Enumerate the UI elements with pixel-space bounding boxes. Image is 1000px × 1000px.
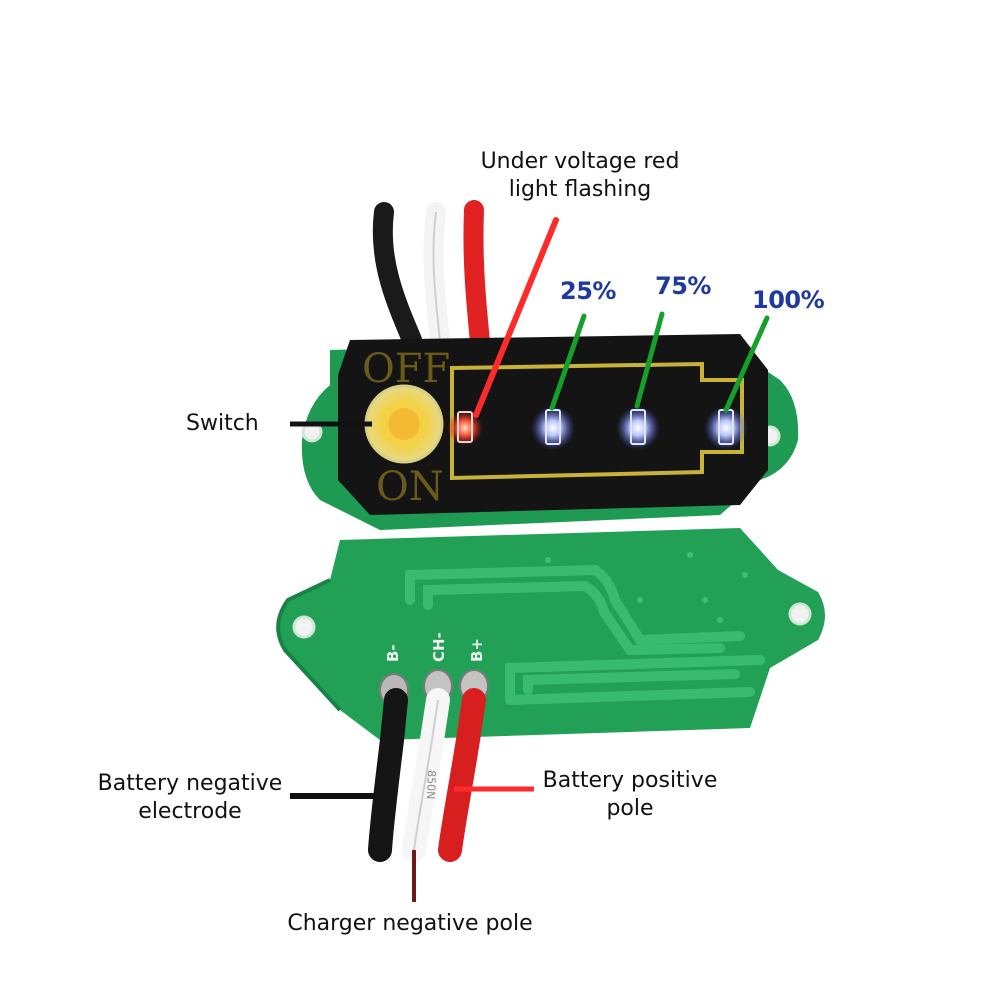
leader-25 [549,313,587,411]
level-75-label: 75% [655,272,711,300]
on-silk-text: ON [376,464,444,510]
bottom-pcb: B- CH- B+ [276,528,825,740]
leader-100 [723,315,770,413]
level-100-label: 100% [752,286,825,314]
leader-lines [290,217,770,902]
leader-75 [634,311,665,409]
mount-hole-icon [292,615,316,639]
label-under-voltage: Under voltage red light flashing [480,149,680,202]
pad-label-b-minus: B- [384,644,402,662]
led-75 [616,406,660,450]
wire-print-text: 850N [424,770,438,800]
top-pcb: OFF ON [301,334,799,530]
off-silk-text: OFF [362,346,450,392]
level-25-label: 25% [560,277,616,305]
leader-under-voltage [473,217,559,418]
bottom-wires: 850N [368,688,486,862]
label-charger-negative: Charger negative pole [287,911,533,936]
pad-label-b-plus: B+ [468,638,486,662]
led-red [447,410,483,446]
label-battery-negative: Battery negative electrode [97,771,283,824]
led-100 [704,406,748,450]
led-25 [531,406,575,450]
label-switch: Switch [186,411,259,436]
pad-label-ch-minus: CH- [430,632,448,662]
top-wires [372,200,490,352]
label-battery-positive: Battery positive pole [542,768,718,821]
mount-hole-icon [788,602,812,626]
